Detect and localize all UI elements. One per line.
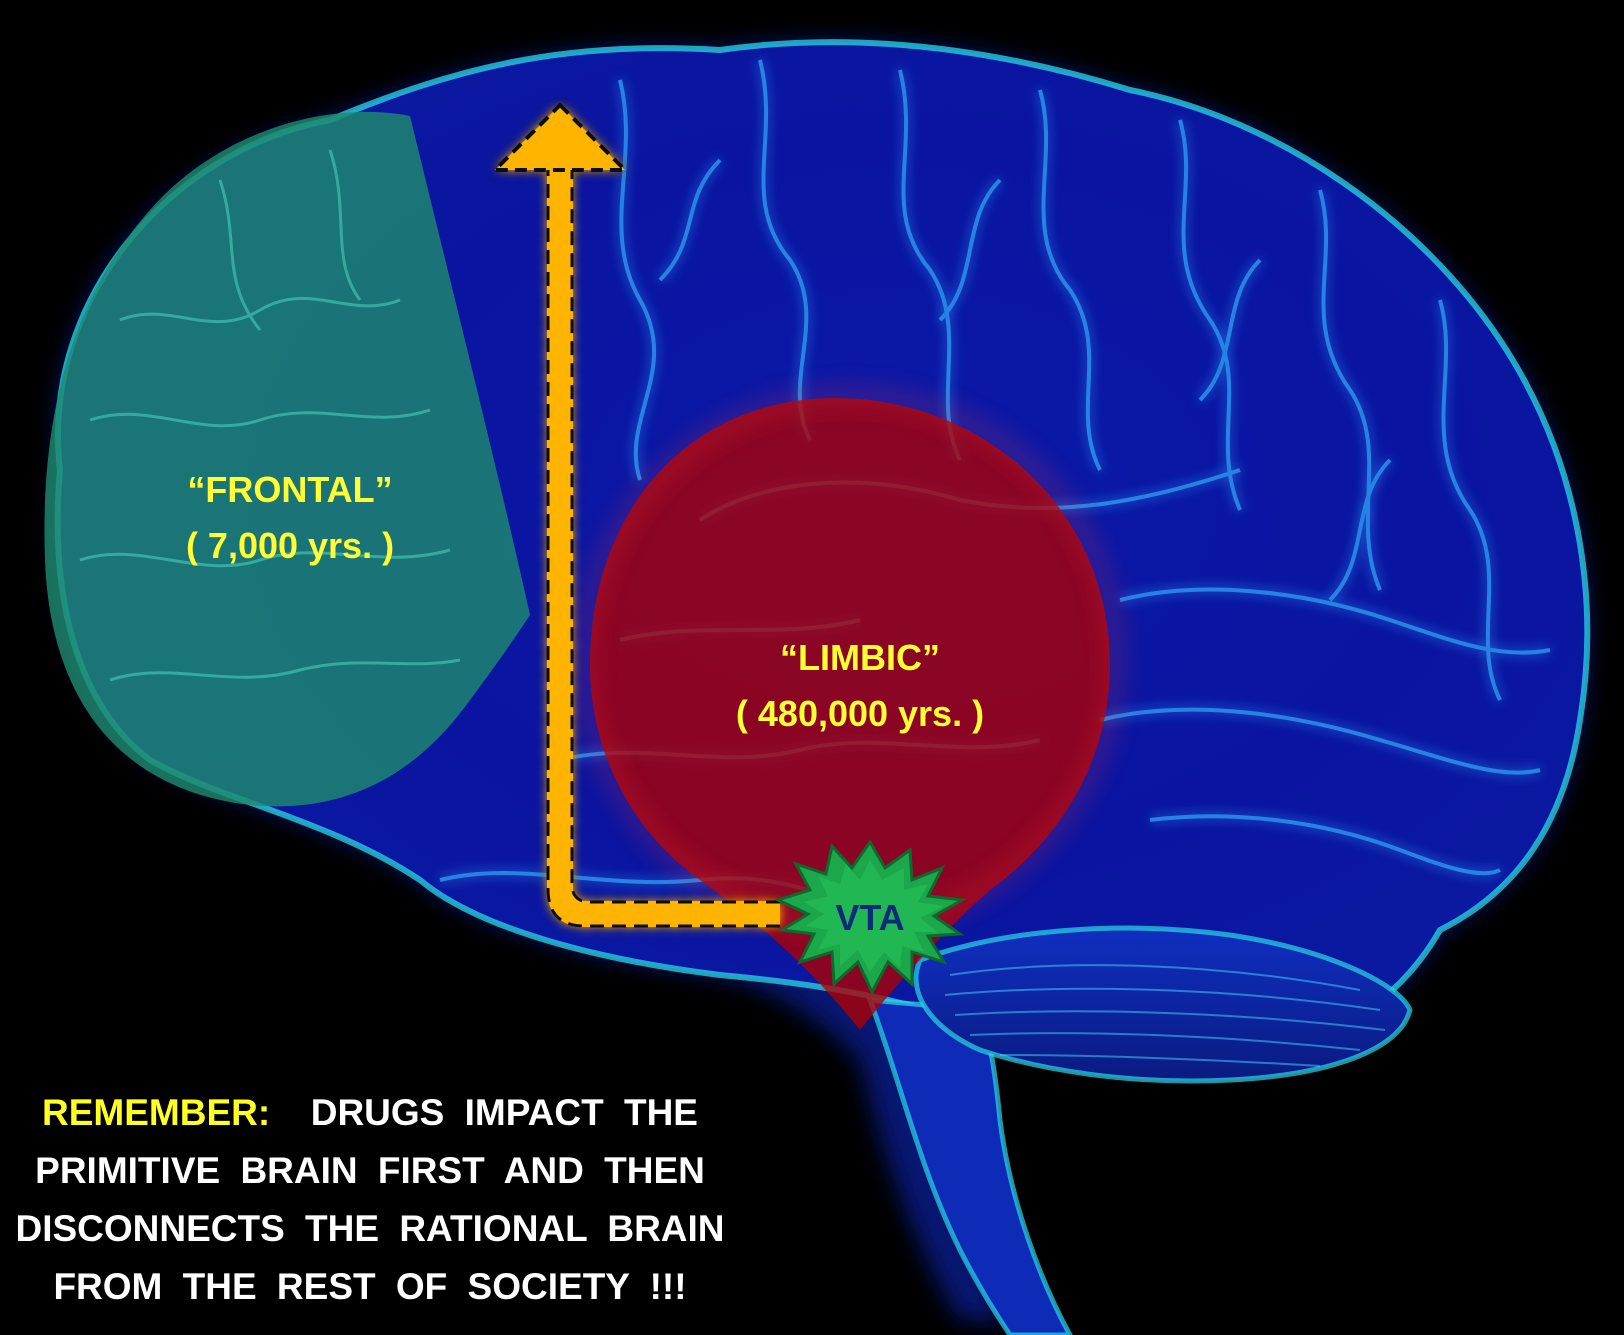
message-line-4: FROM THE REST OF SOCIETY !!! [0,1258,750,1316]
message-line-2: PRIMITIVE BRAIN FIRST AND THEN [0,1142,750,1200]
message-line-1-text: DRUGS IMPACT THE [311,1092,698,1133]
limbic-name: “LIMBIC” [690,630,1030,686]
frontal-age: ( 7,000 yrs. ) [140,518,440,574]
limbic-age: ( 480,000 yrs. ) [690,686,1030,742]
limbic-label: “LIMBIC” ( 480,000 yrs. ) [690,630,1030,742]
message-lead: REMEMBER: [42,1092,270,1133]
message-line-3: DISCONNECTS THE RATIONAL BRAIN [0,1200,750,1258]
remember-message: REMEMBER: DRUGS IMPACT THE PRIMITIVE BRA… [0,1084,750,1316]
frontal-name: “FRONTAL” [140,462,440,518]
vta-label: VTA [820,896,920,940]
frontal-label: “FRONTAL” ( 7,000 yrs. ) [140,462,440,574]
message-line-1: REMEMBER: DRUGS IMPACT THE [0,1084,750,1142]
